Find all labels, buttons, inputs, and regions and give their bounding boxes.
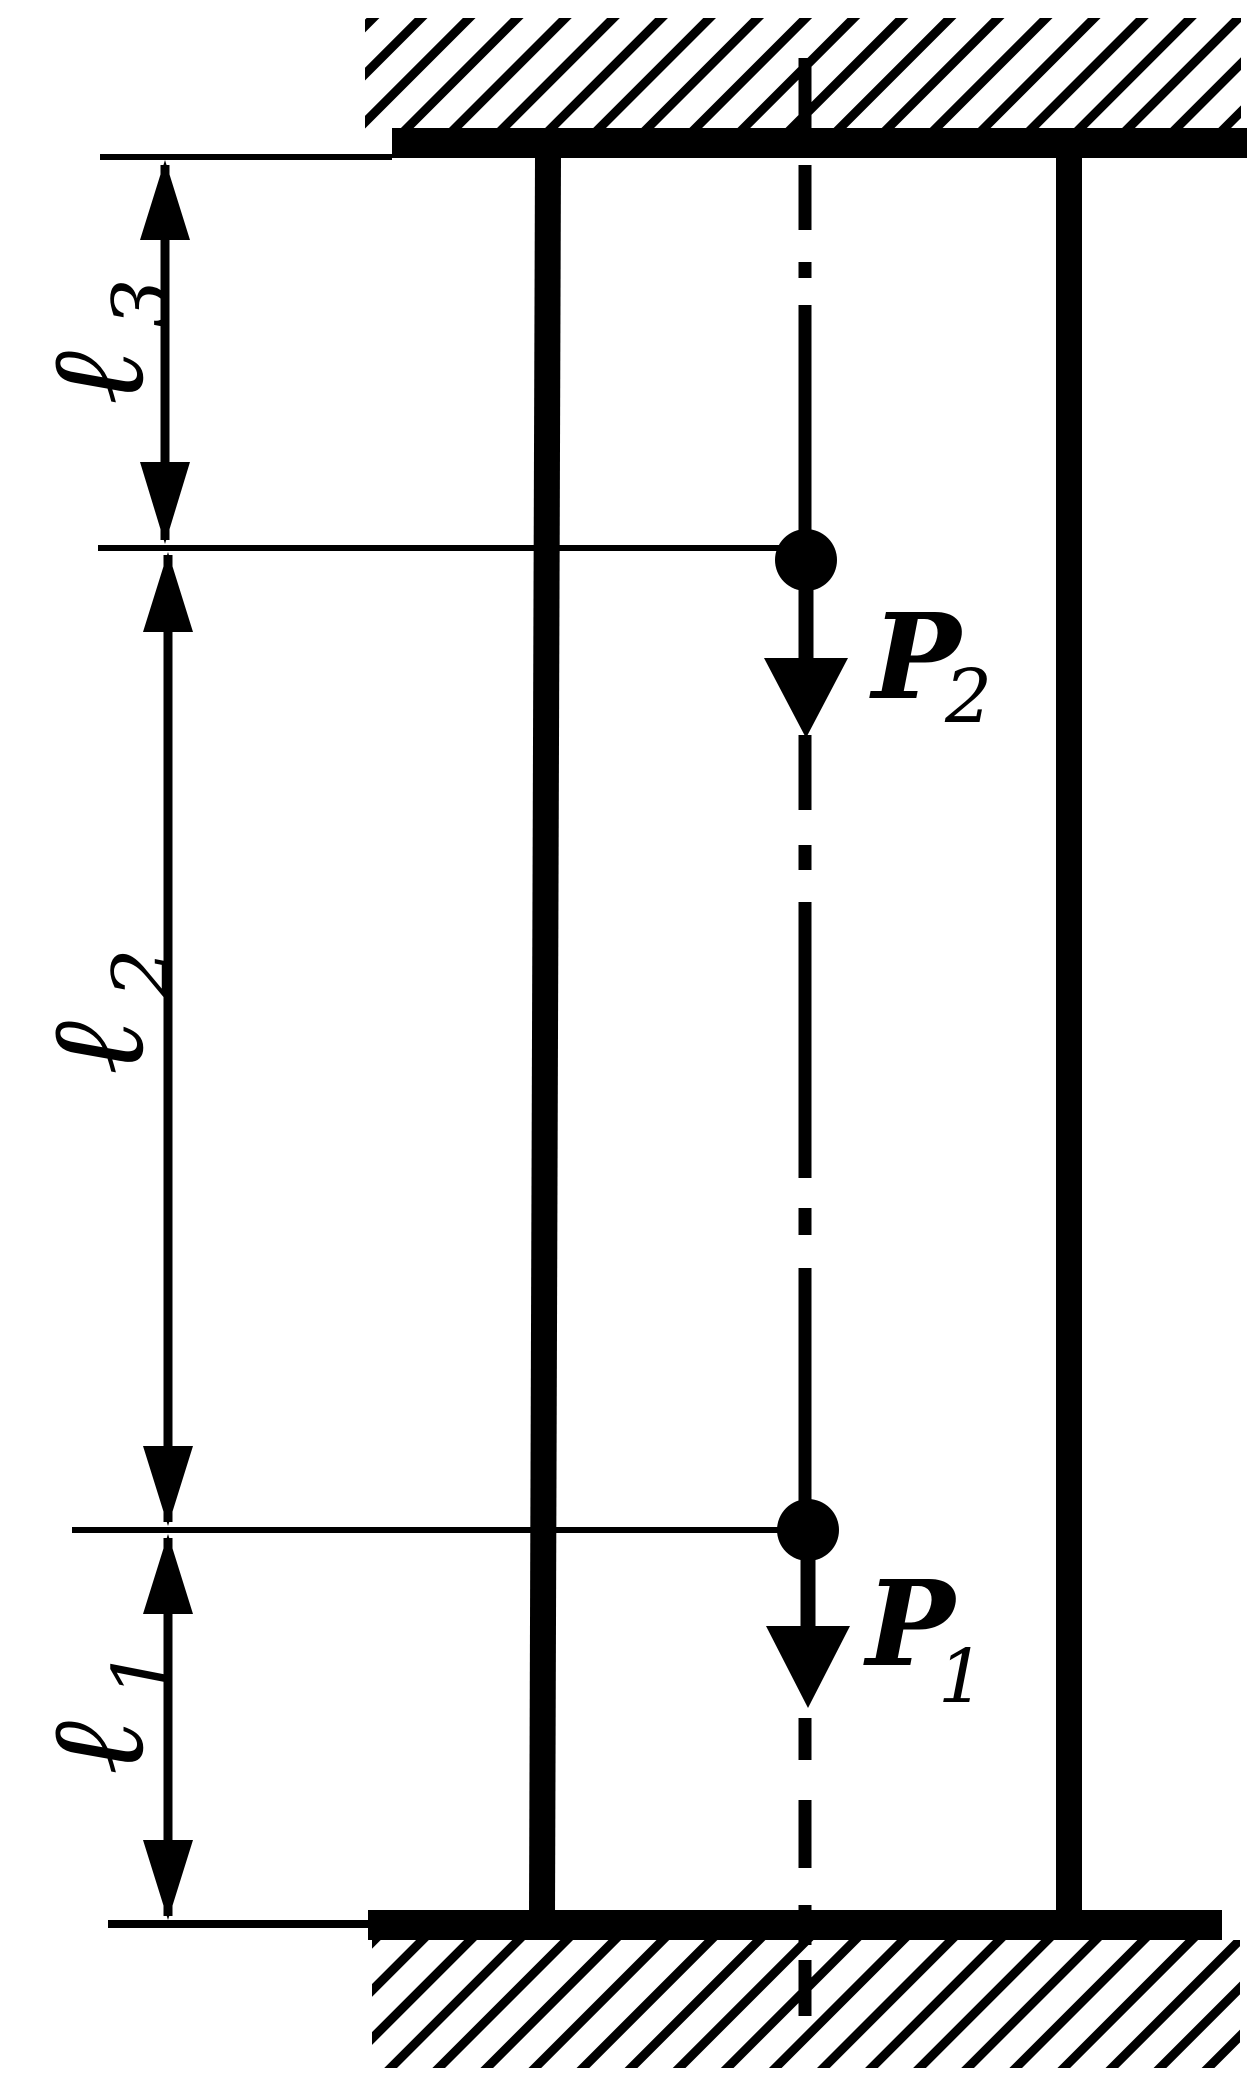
dimension-l2 xyxy=(143,552,193,1526)
top-support-plate xyxy=(392,128,1247,158)
column-left-wall xyxy=(529,154,561,1916)
bottom-support-plate xyxy=(368,1910,1222,1940)
p1-application-point xyxy=(777,1499,839,1561)
p1-label-subscript: 1 xyxy=(938,1634,985,1720)
dimension-l3-label: ℓ 3 xyxy=(21,278,187,405)
l1-arrow-bottom xyxy=(143,1840,193,1920)
p2-label-subscript: 2 xyxy=(944,654,992,740)
p2-label: P xyxy=(869,587,964,726)
dimension-l2-label: ℓ 2 xyxy=(21,948,187,1075)
p2-application-point xyxy=(775,529,837,591)
l1-label-subscript: 1 xyxy=(97,1648,187,1698)
l1-arrow-top xyxy=(143,1534,193,1614)
load-p1: P 1 xyxy=(766,1499,985,1720)
dimension-l3 xyxy=(140,160,190,544)
l1-label: ℓ xyxy=(21,1721,173,1775)
column xyxy=(529,154,1082,1916)
l3-label: ℓ xyxy=(21,351,173,405)
l2-arrow-bottom xyxy=(143,1446,193,1526)
l2-label-subscript: 2 xyxy=(97,948,187,999)
p1-label: P xyxy=(863,1554,958,1693)
dimension-l1 xyxy=(143,1534,193,1920)
l3-label-subscript: 3 xyxy=(97,278,187,328)
bottom-support xyxy=(108,1910,1240,2068)
l2-label: ℓ xyxy=(21,1021,173,1075)
load-p2: P 2 xyxy=(764,529,992,740)
l3-arrow-bottom xyxy=(140,462,190,544)
l3-arrow-top xyxy=(140,160,190,240)
dimension-l1-label: ℓ 1 xyxy=(21,1648,187,1775)
p2-arrowhead xyxy=(764,658,848,738)
l2-arrow-top xyxy=(143,552,193,632)
p1-arrowhead xyxy=(766,1626,850,1708)
top-support xyxy=(100,18,1247,160)
